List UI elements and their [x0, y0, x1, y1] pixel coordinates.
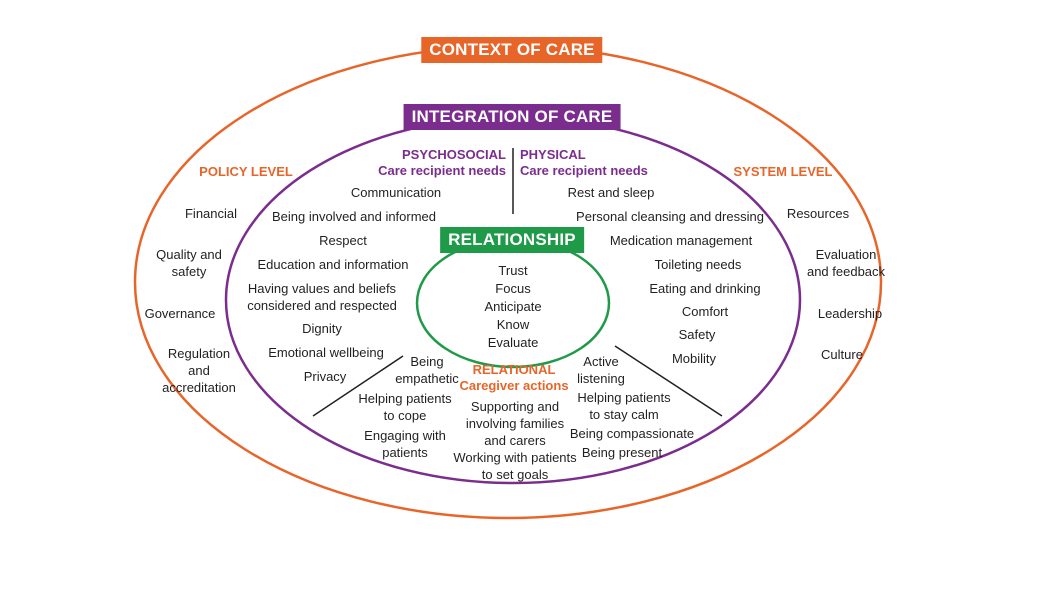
physical-item: Rest and sleep: [567, 185, 655, 200]
relational-subheading: Caregiver actions: [459, 378, 569, 393]
system-level-item: Resources: [786, 206, 850, 221]
psychosocial-subheading: Care recipient needs: [378, 163, 506, 178]
physical-item: Comfort: [681, 304, 729, 319]
physical-item: Personal cleansing and dressing: [576, 209, 764, 224]
system-level-item: Leadership: [817, 306, 883, 321]
relationship-item: Focus: [495, 281, 531, 296]
psychosocial-item: Education and information: [257, 257, 409, 272]
divider-line-left: [312, 355, 404, 417]
psychosocial-item: Communication: [350, 185, 442, 200]
physical-item: Medication management: [609, 233, 753, 248]
psychosocial-item: Being involved and informed: [271, 209, 437, 224]
integration-of-care-label: INTEGRATION OF CARE: [403, 104, 621, 130]
policy-level-item: Financial: [184, 206, 238, 221]
psychosocial-item: Privacy: [303, 369, 347, 384]
relational-caregiver-action: Being present: [581, 445, 663, 460]
relational-caregiver-action: Being compassionate: [569, 426, 695, 441]
relationship-item: Know: [496, 317, 530, 332]
relationship-item: Anticipate: [484, 299, 542, 314]
psychosocial-item: Emotional wellbeing: [268, 345, 384, 360]
policy-level-item: Governance: [144, 306, 216, 321]
system-level-heading: SYSTEM LEVEL: [733, 164, 833, 179]
physical-item: Toileting needs: [654, 257, 742, 272]
relationship-item: Evaluate: [487, 335, 539, 350]
policy-level-heading: POLICY LEVEL: [199, 164, 293, 179]
physical-item: Safety: [678, 327, 716, 342]
physical-item: Mobility: [671, 351, 717, 366]
psychosocial-item: Dignity: [302, 321, 342, 336]
system-level-item: Culture: [821, 347, 863, 362]
psychosocial-heading: PSYCHOSOCIAL: [401, 147, 506, 162]
relationship-label: RELATIONSHIP: [440, 227, 584, 253]
divider-line-right: [614, 345, 723, 417]
psychosocial-item: Respect: [319, 233, 367, 248]
physical-subheading: Care recipient needs: [520, 163, 648, 178]
context-of-care-label: CONTEXT OF CARE: [421, 37, 603, 63]
physical-heading: PHYSICAL: [520, 147, 586, 162]
physical-item: Eating and drinking: [649, 281, 761, 296]
relational-heading: RELATIONAL: [472, 362, 556, 377]
relationship-item: Trust: [498, 263, 528, 278]
